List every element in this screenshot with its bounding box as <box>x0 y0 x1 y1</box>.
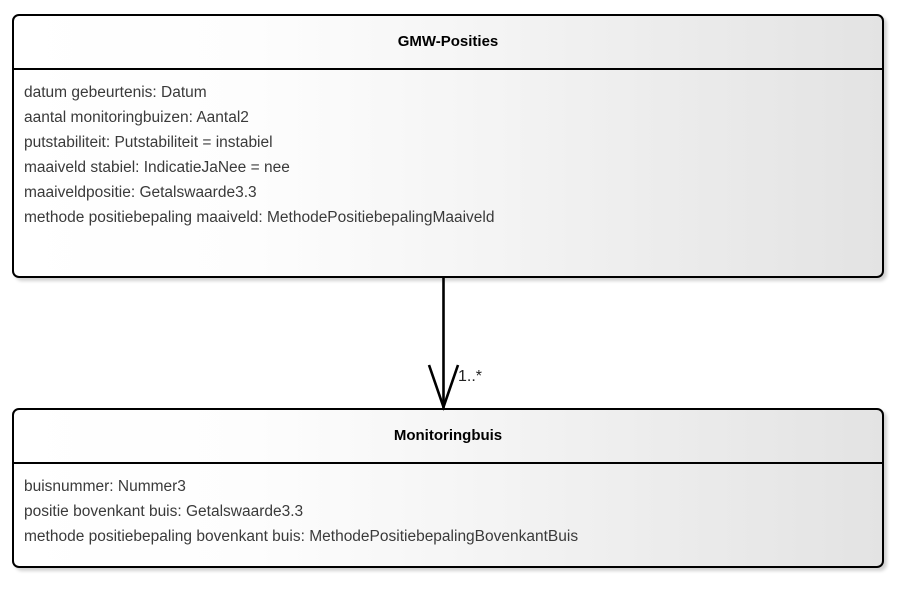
class-box-gmw-posities[interactable]: GMW-Posities datum gebeurtenis: Datum aa… <box>12 14 884 278</box>
attribute-row: aantal monitoringbuizen: Aantal2 <box>24 109 249 126</box>
attribute-row: positie bovenkant buis: Getalswaarde3.3 <box>24 503 304 520</box>
attribute-row: buisnummer: Nummer3 <box>24 478 186 495</box>
attribute-compartment-monitoringbuis: buisnummer: Nummer3 positie bovenkant bu… <box>14 464 882 557</box>
class-box-monitoringbuis[interactable]: Monitoringbuis buisnummer: Nummer3 posit… <box>12 408 884 568</box>
attribute-row: datum gebeurtenis: Datum <box>24 84 207 101</box>
class-name-gmw-posities: GMW-Posities <box>14 16 882 70</box>
open-arrowhead-icon <box>427 364 460 411</box>
attribute-row: maaiveld stabiel: IndicatieJaNee = nee <box>24 159 290 176</box>
attribute-row: maaiveldpositie: Getalswaarde3.3 <box>24 184 257 201</box>
attribute-compartment-gmw-posities: datum gebeurtenis: Datum aantal monitori… <box>14 70 882 238</box>
attribute-row: methode positiebepaling bovenkant buis: … <box>24 528 579 545</box>
attribute-row: putstabiliteit: Putstabiliteit = instabi… <box>24 134 273 151</box>
class-name-monitoringbuis: Monitoringbuis <box>14 410 882 464</box>
attribute-row: methode positiebepaling maaiveld: Method… <box>24 209 495 226</box>
multiplicity-label: 1..* <box>458 368 483 385</box>
